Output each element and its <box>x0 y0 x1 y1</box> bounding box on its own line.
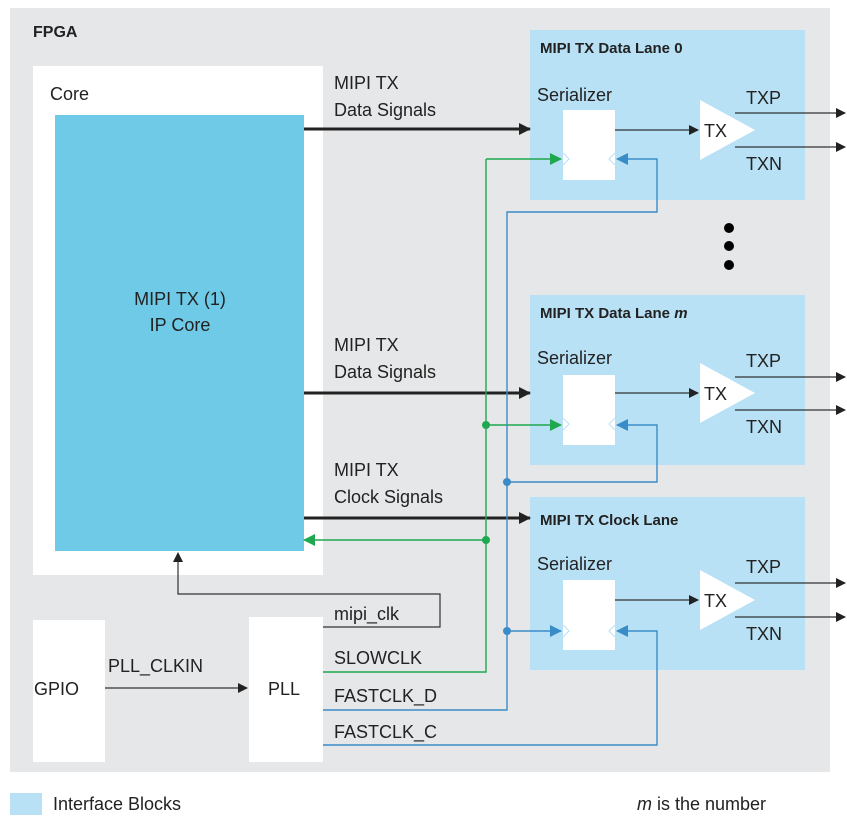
gpio-block <box>33 620 105 762</box>
slowclk-junction <box>482 536 490 544</box>
fastclk-c-wire <box>323 625 658 746</box>
clock-lane-serializer-label: Serializer <box>537 554 612 574</box>
slowclk-junction <box>482 421 490 429</box>
clock-lane-tx-buffer <box>700 570 755 630</box>
mipi-clk-wire <box>173 552 441 628</box>
lane-m-title-prefix: MIPI TX Data Lane <box>540 305 674 322</box>
lane-output-wires <box>615 108 846 622</box>
fpga-title: FPGA <box>33 24 78 41</box>
slowclk-label: SLOWCLK <box>334 648 422 668</box>
lane-0-txn-label: TXN <box>746 154 782 174</box>
pll-label: PLL <box>268 679 300 699</box>
lane-0-txp-label: TXP <box>746 88 781 108</box>
legend-note-text: is the number <box>652 794 766 814</box>
lane-0-block: MIPI TX Data Lane 0 Serializer TX TXP TX… <box>530 30 805 200</box>
ellipsis-dot <box>724 260 734 270</box>
legend-interface-label: Interface Blocks <box>53 794 181 814</box>
ip-core-label-line1: MIPI TX (1) <box>134 289 226 309</box>
fastclk-c-label: FASTCLK_C <box>334 722 437 743</box>
legend-note-variable: m <box>637 794 652 814</box>
ip-core-label-line2: IP Core <box>150 315 211 335</box>
core-label: Core <box>50 84 89 104</box>
data-signals-mid-line1: MIPI TX <box>334 335 399 355</box>
lane-m-serializer-label: Serializer <box>537 348 612 368</box>
chevron-marks <box>562 152 616 638</box>
fastclk-d-network <box>323 153 658 711</box>
clock-signals-line1: MIPI TX <box>334 460 399 480</box>
lane-m-tx-label: TX <box>704 384 727 404</box>
lane-m-txn-label: TXN <box>746 417 782 437</box>
clock-lane-title: MIPI TX Clock Lane <box>540 512 678 529</box>
clock-lane-serializer <box>563 580 615 650</box>
clock-lane-tx-label: TX <box>704 591 727 611</box>
legend-note: m is the number <box>637 794 766 814</box>
ip-core-block <box>55 115 304 551</box>
pll-clkin-label: PLL_CLKIN <box>108 656 203 677</box>
lane-0-tx-buffer <box>700 100 755 160</box>
pll-block <box>249 617 323 762</box>
clock-signals-line2: Clock Signals <box>334 487 443 507</box>
data-signals-mid-line2: Data Signals <box>334 362 436 382</box>
lane-m-serializer <box>563 375 615 445</box>
data-signals-top-line2: Data Signals <box>334 100 436 120</box>
gpio-label: GPIO <box>34 679 79 699</box>
ellipsis-dot <box>724 241 734 251</box>
lane-0-tx-label: TX <box>704 121 727 141</box>
legend-interface-swatch <box>10 793 42 815</box>
fastclk-d-junction <box>503 478 511 486</box>
ellipsis-dot <box>724 223 734 233</box>
lane-m-title: MIPI TX Data Lane m <box>540 305 688 322</box>
data-signals-top-line1: MIPI TX <box>334 73 399 93</box>
clock-lane-txp-label: TXP <box>746 557 781 577</box>
slowclk-network <box>303 153 562 673</box>
mipi-clk-label: mipi_clk <box>334 604 400 625</box>
lane-m-tx-buffer <box>700 363 755 423</box>
lane-0-serializer-label: Serializer <box>537 85 612 105</box>
lane-m-block: MIPI TX Data Lane m Serializer TX TXP TX… <box>530 295 805 465</box>
lane-0-title: MIPI TX Data Lane 0 <box>540 40 683 57</box>
lane-0-serializer <box>563 110 615 180</box>
fastclk-d-label: FASTCLK_D <box>334 686 437 707</box>
fastclk-d-junction <box>503 627 511 635</box>
clock-lane-txn-label: TXN <box>746 624 782 644</box>
lane-m-title-index: m <box>674 305 687 322</box>
lane-m-txp-label: TXP <box>746 351 781 371</box>
